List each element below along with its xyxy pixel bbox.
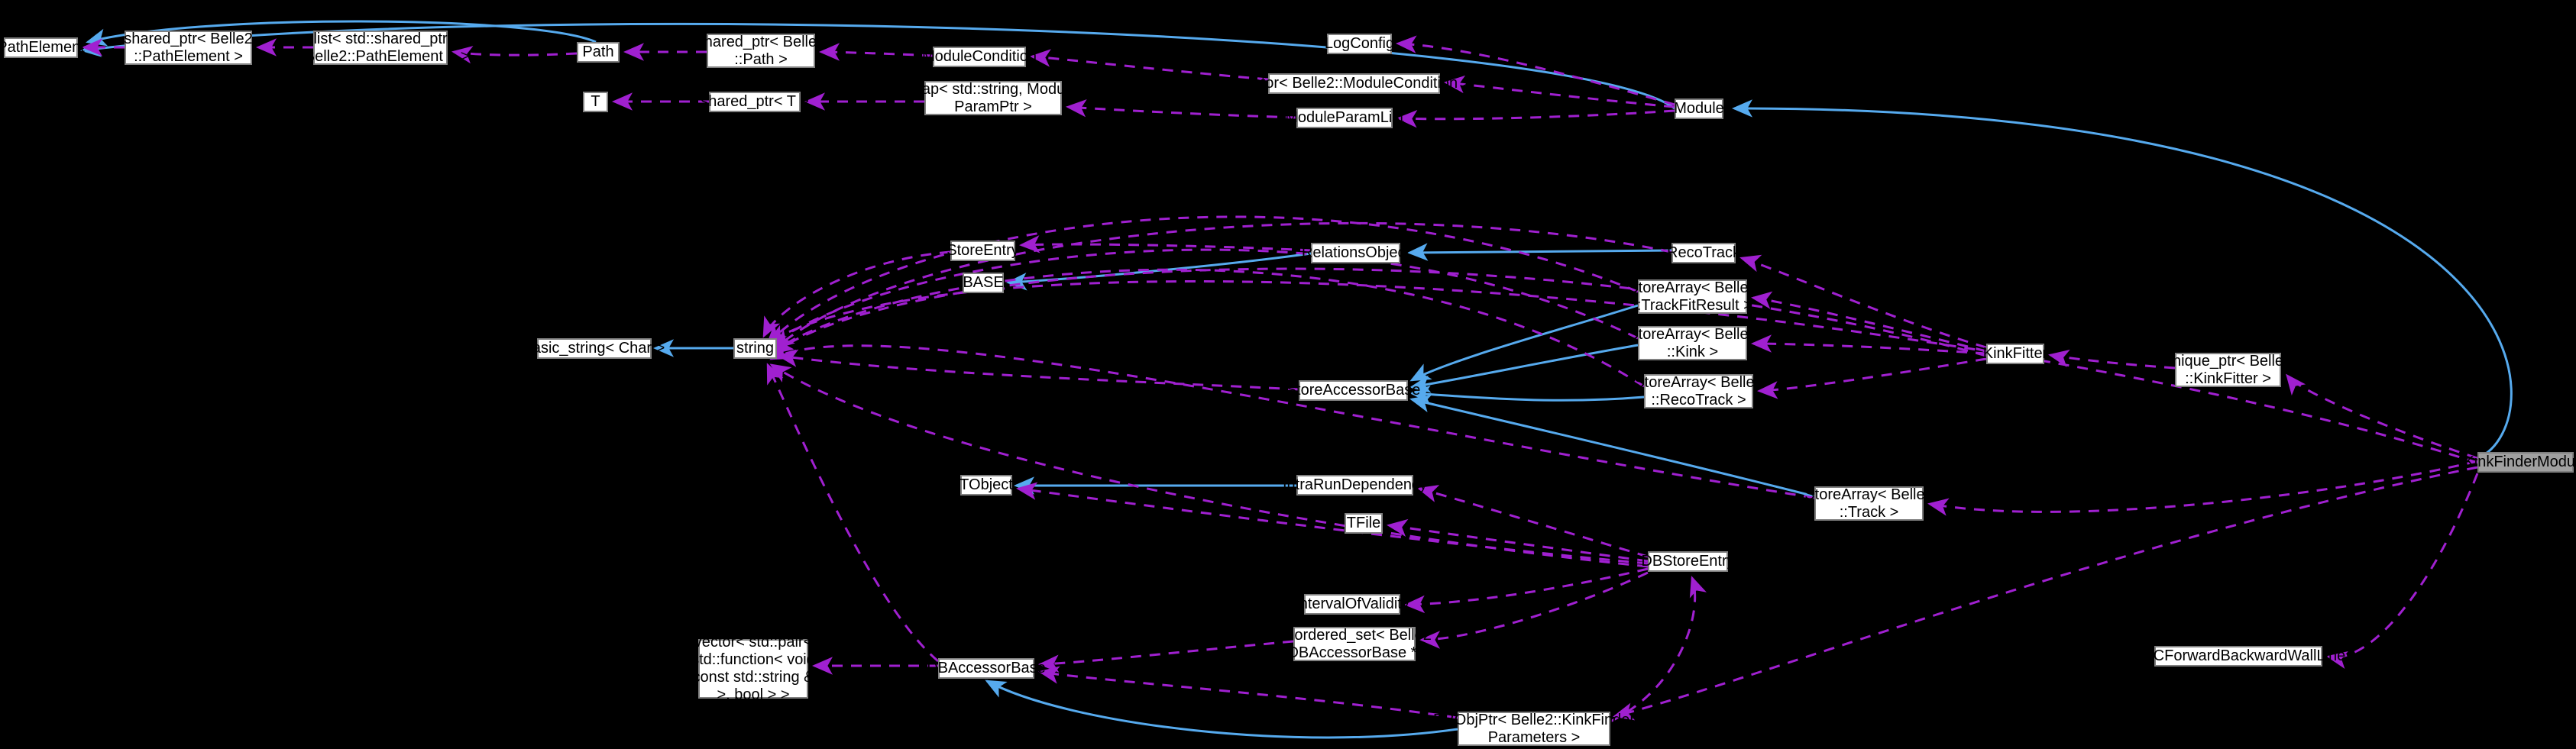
- class-node-PathElement[interactable]: PathElement: [0, 37, 85, 58]
- class-node-IntraRunDependency[interactable]: IntraRunDependency: [1283, 475, 1427, 496]
- class-node-LogConfig[interactable]: LogConfig: [1325, 34, 1394, 54]
- class-node-StoreArrayKink[interactable]: StoreArray< Belle2 ::Kink >: [1628, 325, 1757, 360]
- class-node-RecoTrack[interactable]: RecoTrack: [1667, 243, 1740, 263]
- class-node-TObject[interactable]: TObject: [960, 475, 1013, 496]
- class-node-sharedPtrT[interactable]: shared_ptr< T >: [701, 92, 809, 112]
- class-node-StoreArrayTrackFitResult[interactable]: StoreArray< Belle2 ::TrackFitResult >: [1628, 279, 1757, 314]
- class-node-DBObjPtrKinkFinderParameters[interactable]: DBObjPtr< Belle2::KinkFinder Parameters …: [1433, 711, 1636, 746]
- class-node-mapStringModuleParamPtr[interactable]: map< std::string, Module ParamPtr >: [909, 80, 1077, 115]
- class-node-string[interactable]: string: [733, 338, 777, 359]
- class-node-vectorModuleCondition[interactable]: vector< Belle2::ModuleCondition >: [1238, 73, 1471, 94]
- class-node-Module[interactable]: Module: [1674, 98, 1724, 119]
- class-node-DBStoreEntry[interactable]: DBStoreEntry: [1641, 551, 1735, 572]
- class-node-StoreAccessorBase[interactable]: StoreAccessorBase: [1286, 380, 1420, 401]
- class-node-BASE[interactable]: BASE: [963, 273, 1004, 293]
- class-node-StoreArrayTrack[interactable]: StoreArray< Belle2 ::Track >: [1804, 486, 1934, 521]
- class-node-DBAccessorBase[interactable]: DBAccessorBase: [927, 658, 1046, 679]
- class-node-sharedPtrPath[interactable]: shared_ptr< Belle2 ::Path >: [696, 33, 826, 68]
- class-node-IntervalOfValidity[interactable]: IntervalOfValidity: [1295, 594, 1409, 615]
- class-node-StoreArrayRecoTrack[interactable]: StoreArray< Belle2 ::RecoTrack >: [1634, 373, 1763, 408]
- class-node-T[interactable]: T: [583, 92, 608, 112]
- class-node-unorderedSetDBAccessorBase[interactable]: unordered_set< Belle2 ::DBAccessorBase *…: [1277, 626, 1432, 661]
- class-node-StoreEntry[interactable]: StoreEntry: [947, 241, 1019, 261]
- class-node-Path[interactable]: Path: [577, 42, 620, 63]
- class-node-vectorPairFunction[interactable]: vector< std::pair< std::function< void (…: [687, 634, 820, 703]
- class-node-uniquePtrKinkFitter[interactable]: unique_ptr< Belle2 ::KinkFitter >: [2163, 352, 2293, 387]
- class-node-basicStringChar[interactable]: basic_string< Char >: [524, 338, 665, 359]
- class-node-KinkFinderModule[interactable]: KinkFinderModule: [2464, 452, 2576, 473]
- class-node-ModuleParamList[interactable]: ModuleParamList: [1285, 108, 1404, 128]
- class-node-TFile[interactable]: TFile: [1345, 513, 1383, 534]
- class-node-KinkFitter[interactable]: KinkFitter: [1983, 344, 2047, 364]
- class-node-CDCForwardBackwardWallLine[interactable]: CDCForwardBackwardWallLine: [2131, 646, 2345, 667]
- class-node-sharedPtrPathElement[interactable]: shared_ptr< Belle2 ::PathElement >: [124, 30, 253, 65]
- class-node-RelationsObject[interactable]: RelationsObject: [1302, 243, 1409, 263]
- class-node-listSharedPtrPathElement[interactable]: list< std::shared_ptr < Belle2::PathElem…: [291, 30, 470, 65]
- usage-edges: [82, 35, 2479, 723]
- class-node-ModuleCondition[interactable]: ModuleCondition: [922, 47, 1037, 67]
